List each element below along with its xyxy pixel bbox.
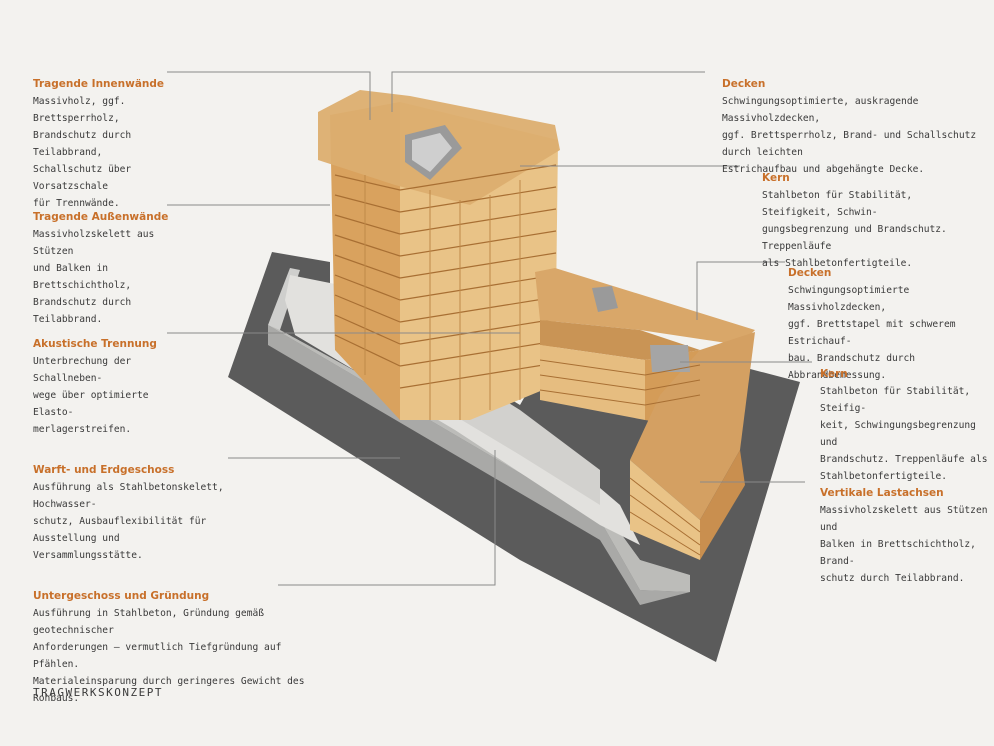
- note-untergeschoss: Untergeschoss und Gründung Ausführung in…: [33, 587, 323, 707]
- note-title: Warft- und Erdgeschoss: [33, 464, 175, 476]
- plinth-face: [268, 325, 690, 605]
- arm-core: [650, 345, 690, 372]
- note-warft: Warft- und Erdgeschoss Ausführung als St…: [33, 461, 273, 564]
- leader-decken-2: [696, 261, 785, 320]
- note-title: Kern: [762, 172, 790, 184]
- arm-side-face: [700, 450, 745, 560]
- note-text: Massivholzskelett aus Stützen und Balken…: [820, 505, 988, 584]
- wing-floor-lines: [539, 359, 701, 556]
- note-lastachsen: Vertikale Lastachsen Massivholzskelett a…: [820, 484, 990, 587]
- note-text: Stahlbeton für Stabilität, Steifig- keit…: [820, 386, 988, 482]
- leader-innenwaende: [167, 71, 371, 120]
- note-title: Decken: [788, 267, 832, 279]
- arm-top-slab: [630, 332, 755, 520]
- note-innenwaende: Tragende Innenwände Massivholz, ggf. Bre…: [33, 75, 193, 212]
- note-title: Decken: [722, 78, 766, 90]
- wing-top-slab: [535, 268, 755, 345]
- plinth-wall: [268, 325, 690, 592]
- note-title: Tragende Außenwände: [33, 211, 169, 223]
- note-text: Massivholz, ggf. Brettsperrholz, Brandsc…: [33, 96, 132, 209]
- note-text: Massivholzskelett aus Stützen und Balken…: [33, 229, 155, 325]
- note-title: Vertikale Lastachsen: [820, 487, 944, 499]
- note-text: Ausführung als Stahlbetonskelett, Hochwa…: [33, 482, 224, 561]
- note-title: Kern: [820, 368, 848, 380]
- note-text: Ausführung in Stahlbeton, Gründung gemäß…: [33, 608, 305, 704]
- note-kern-1: Kern Stahlbeton für Stabilität, Steifigk…: [762, 169, 987, 272]
- note-title: Untergeschoss und Gründung: [33, 590, 210, 602]
- note-decken-2: Decken Schwingungsoptimierte Massivholzd…: [788, 264, 988, 384]
- note-aussenwaende: Tragende Außenwände Massivholzskelett au…: [33, 208, 193, 328]
- leader-untergeschoss: [278, 450, 496, 586]
- note-text: Stahlbeton für Stabilität, Steifigkeit, …: [762, 190, 947, 269]
- note-kern-2: Kern Stahlbeton für Stabilität, Steifig-…: [820, 365, 990, 485]
- tower-floor-lines: [334, 164, 557, 389]
- note-text: Unterbrechung der Schallneben- wege über…: [33, 356, 149, 435]
- note-title: Tragende Innenwände: [33, 78, 165, 90]
- note-title: Akustische Trennung: [33, 338, 157, 350]
- arm-front-face: [630, 460, 700, 560]
- note-decken-1: Decken Schwingungsoptimierte, auskragend…: [722, 75, 987, 178]
- wing-core: [592, 286, 618, 312]
- tower-columns: [364, 175, 521, 420]
- tower-core-inner: [412, 133, 452, 172]
- note-text: Schwingungsoptimierte Massivholzdecken, …: [788, 285, 956, 381]
- leader-lines: [167, 71, 812, 586]
- note-akustik: Akustische Trennung Unterbrechung der Sc…: [33, 335, 193, 438]
- leader-decken-1: [391, 71, 705, 112]
- page-title: TRAGWERKSKONZEPT: [33, 686, 163, 699]
- note-text: Schwingungsoptimierte, auskragende Massi…: [722, 96, 977, 175]
